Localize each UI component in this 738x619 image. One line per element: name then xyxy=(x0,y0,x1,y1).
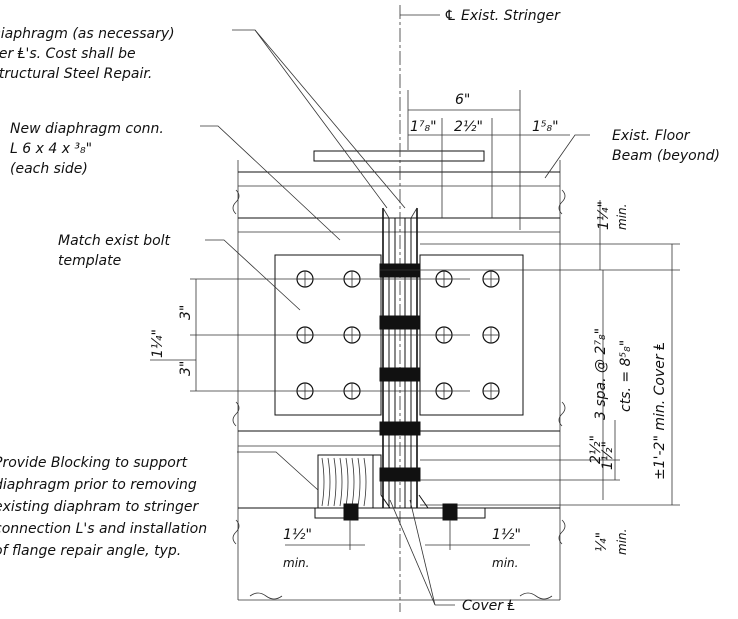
cover-plate-label: Cover Ⱡ xyxy=(462,598,515,614)
bottom-dimensions: 1½" min. 1½" min. xyxy=(283,520,530,570)
svg-text:6": 6" xyxy=(455,92,470,108)
svg-text:template: template xyxy=(58,253,121,269)
svg-text:1¼": 1¼" xyxy=(150,329,166,358)
new-conn-note: New diaphragm conn. L 6 x 4 x ³₈" (each … xyxy=(10,121,164,177)
blocking-note: Provide Blocking to support diaphragm pr… xyxy=(0,455,207,559)
svg-text:1½": 1½" xyxy=(283,527,312,543)
svg-text:(each side): (each side) xyxy=(10,161,88,177)
top-dimensions: 6" 1⁷₈" 2½" 1⁵₈" xyxy=(407,90,570,230)
svg-text:1½": 1½" xyxy=(492,527,521,543)
left-dimensions: 3" 3" 1¼" xyxy=(150,279,197,391)
svg-text:of flange repair angle, typ.: of flange repair angle, typ. xyxy=(0,543,181,559)
svg-text:3": 3" xyxy=(178,305,194,320)
svg-text:Diaphragm (as necessary): Diaphragm (as necessary) xyxy=(0,26,175,42)
floor-beam-note: Exist. Floor Beam (beyond) xyxy=(612,128,720,164)
svg-text:existing diaphram to stringer: existing diaphram to stringer xyxy=(0,499,200,515)
svg-text:3": 3" xyxy=(178,361,194,376)
right-dimensions: 1¼" min. 3 spa. @ 2⁷₈" cts. = 8⁵₈" ±1'-2… xyxy=(588,200,673,555)
stringer-label: ℄ Exist. Stringer xyxy=(444,8,561,24)
svg-text:min.: min. xyxy=(283,556,309,570)
svg-text:New diaphragm conn.: New diaphragm conn. xyxy=(10,121,164,137)
svg-text:3 spa. @ 2⁷₈": 3 spa. @ 2⁷₈" xyxy=(593,328,609,420)
svg-text:min.: min. xyxy=(492,556,518,570)
svg-text:Match exist bolt: Match exist bolt xyxy=(58,233,171,249)
svg-text:min.: min. xyxy=(615,204,629,230)
svg-text:±1'-2" min. Cover Ⱡ: ±1'-2" min. Cover Ⱡ xyxy=(652,342,668,480)
bolt-template-note: Match exist bolt template xyxy=(58,233,171,269)
svg-text:diaphragm prior to removing: diaphragm prior to removing xyxy=(0,477,197,493)
svg-text:¼": ¼" xyxy=(594,532,610,552)
svg-text:min.: min. xyxy=(615,529,629,555)
svg-text:Exist. Floor: Exist. Floor xyxy=(612,128,691,144)
svg-text:connection L's and installatio: connection L's and installation xyxy=(0,521,207,537)
diaphragm-note: Diaphragm (as necessary) per Ⱡ's. Cost s… xyxy=(0,26,175,82)
svg-text:1⁷₈": 1⁷₈" xyxy=(410,119,437,135)
svg-text:Provide Blocking to support: Provide Blocking to support xyxy=(0,455,188,471)
svg-text:1¼": 1¼" xyxy=(596,201,612,230)
web-bolt-bars xyxy=(379,263,421,482)
svg-text:Beam (beyond): Beam (beyond) xyxy=(612,148,720,164)
svg-text:1½": 1½" xyxy=(600,441,616,470)
svg-text:cts. = 8⁵₈": cts. = 8⁵₈" xyxy=(618,340,634,412)
svg-text:Structural Steel Repair.: Structural Steel Repair. xyxy=(0,66,152,82)
bolt-gage-lines xyxy=(190,243,680,506)
svg-text:L 6 x 4 x ³₈": L 6 x 4 x ³₈" xyxy=(10,141,92,157)
svg-text:2½": 2½" xyxy=(588,435,604,464)
svg-text:2½": 2½" xyxy=(454,119,483,135)
svg-text:per Ⱡ's. Cost shall be: per Ⱡ's. Cost shall be xyxy=(0,46,136,62)
bottom-flange-assembly xyxy=(314,454,486,521)
svg-text:1⁵₈": 1⁵₈" xyxy=(532,119,559,135)
leader-lines xyxy=(200,29,590,606)
top-flange-plate xyxy=(313,150,485,162)
